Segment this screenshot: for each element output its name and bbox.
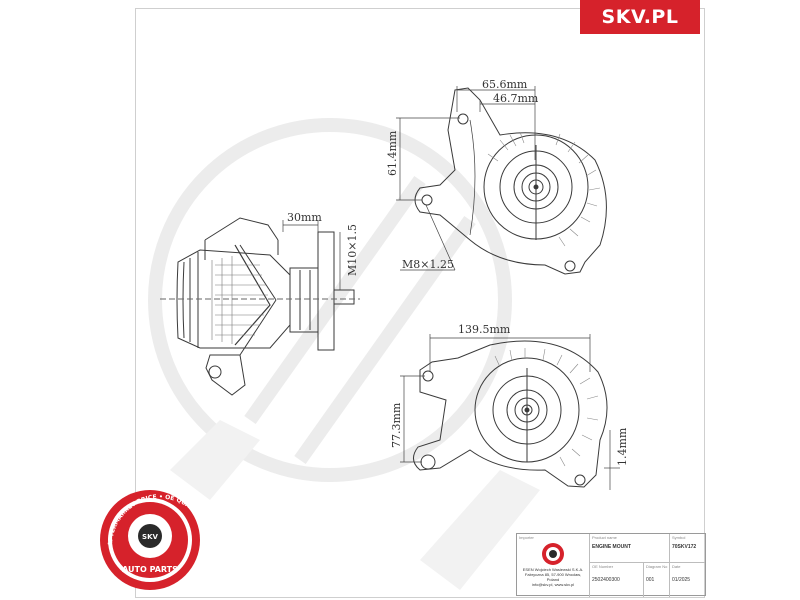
diagram-value: 001 [646, 577, 655, 583]
importer-label: Importer [519, 535, 534, 540]
oe-cell: OE Number 2502400300 [589, 562, 643, 597]
brand-tab[interactable]: SKV.PL [580, 0, 700, 34]
watermark-letters [170, 420, 540, 590]
bottom-width-label: 139.5mm [458, 323, 511, 336]
bottom-dim-lines [400, 334, 620, 490]
top-height-label: 61.4mm [386, 130, 399, 176]
importer-cell: Importer ESEN Wojciech Wasiewski S.K.A. … [517, 534, 589, 597]
bottom-small-label: 1.4mm [616, 427, 629, 466]
company-address: Fabryczna 85, 57-900 Wrocław, Poland [524, 572, 582, 582]
watermark-logo [148, 118, 512, 482]
title-block: Importer ESEN Wojciech Wasiewski S.K.A. … [516, 533, 706, 597]
diagram-label: Diagram No [646, 564, 668, 569]
side-view [160, 217, 360, 396]
product-label: Product name [592, 535, 617, 540]
top-thread-label: M8×1.25 [402, 258, 454, 271]
drawing-frame [135, 8, 705, 598]
company-name: ESEN Wojciech Wasiewski S.K.A. [522, 567, 584, 572]
date-label: Date [672, 564, 681, 569]
diagram-cell: Diagram No 001 [643, 562, 669, 597]
quality-seal: SKV AFTERMARKET PRICE • OE QUALITY AUTO … [100, 490, 203, 590]
top-width-outer-label: 65.6mm [482, 78, 528, 91]
skv-logo-icon [542, 543, 564, 565]
symbol-cell: Symbol 70SKV172 [669, 534, 705, 562]
bottom-view [413, 340, 608, 488]
symbol-value: 70SKV172 [672, 544, 697, 550]
oe-label: OE Number [592, 564, 614, 569]
seal-inner-label: SKV [142, 533, 158, 541]
top-view [414, 87, 607, 275]
date-cell: Date 01/2025 [669, 562, 705, 597]
product-value: ENGINE MOUNT [592, 544, 631, 550]
top-dim-lines [396, 86, 536, 271]
side-thread-label: M10×1.5 [346, 224, 359, 276]
seal-bottom-text: AUTO PARTS [122, 565, 178, 574]
oe-value: 2502400300 [592, 577, 620, 583]
date-value: 01/2025 [672, 577, 691, 583]
side-offset-label: 30mm [287, 211, 322, 224]
symbol-label: Symbol [672, 535, 686, 540]
top-width-inner-label: 46.7mm [493, 92, 539, 105]
company-contact: info@skv.pl, www.skv.pl [531, 582, 575, 587]
side-dim-lines [282, 220, 341, 290]
product-cell: Product name ENGINE MOUNT [589, 534, 669, 562]
bottom-height-label: 77.3mm [390, 402, 403, 448]
